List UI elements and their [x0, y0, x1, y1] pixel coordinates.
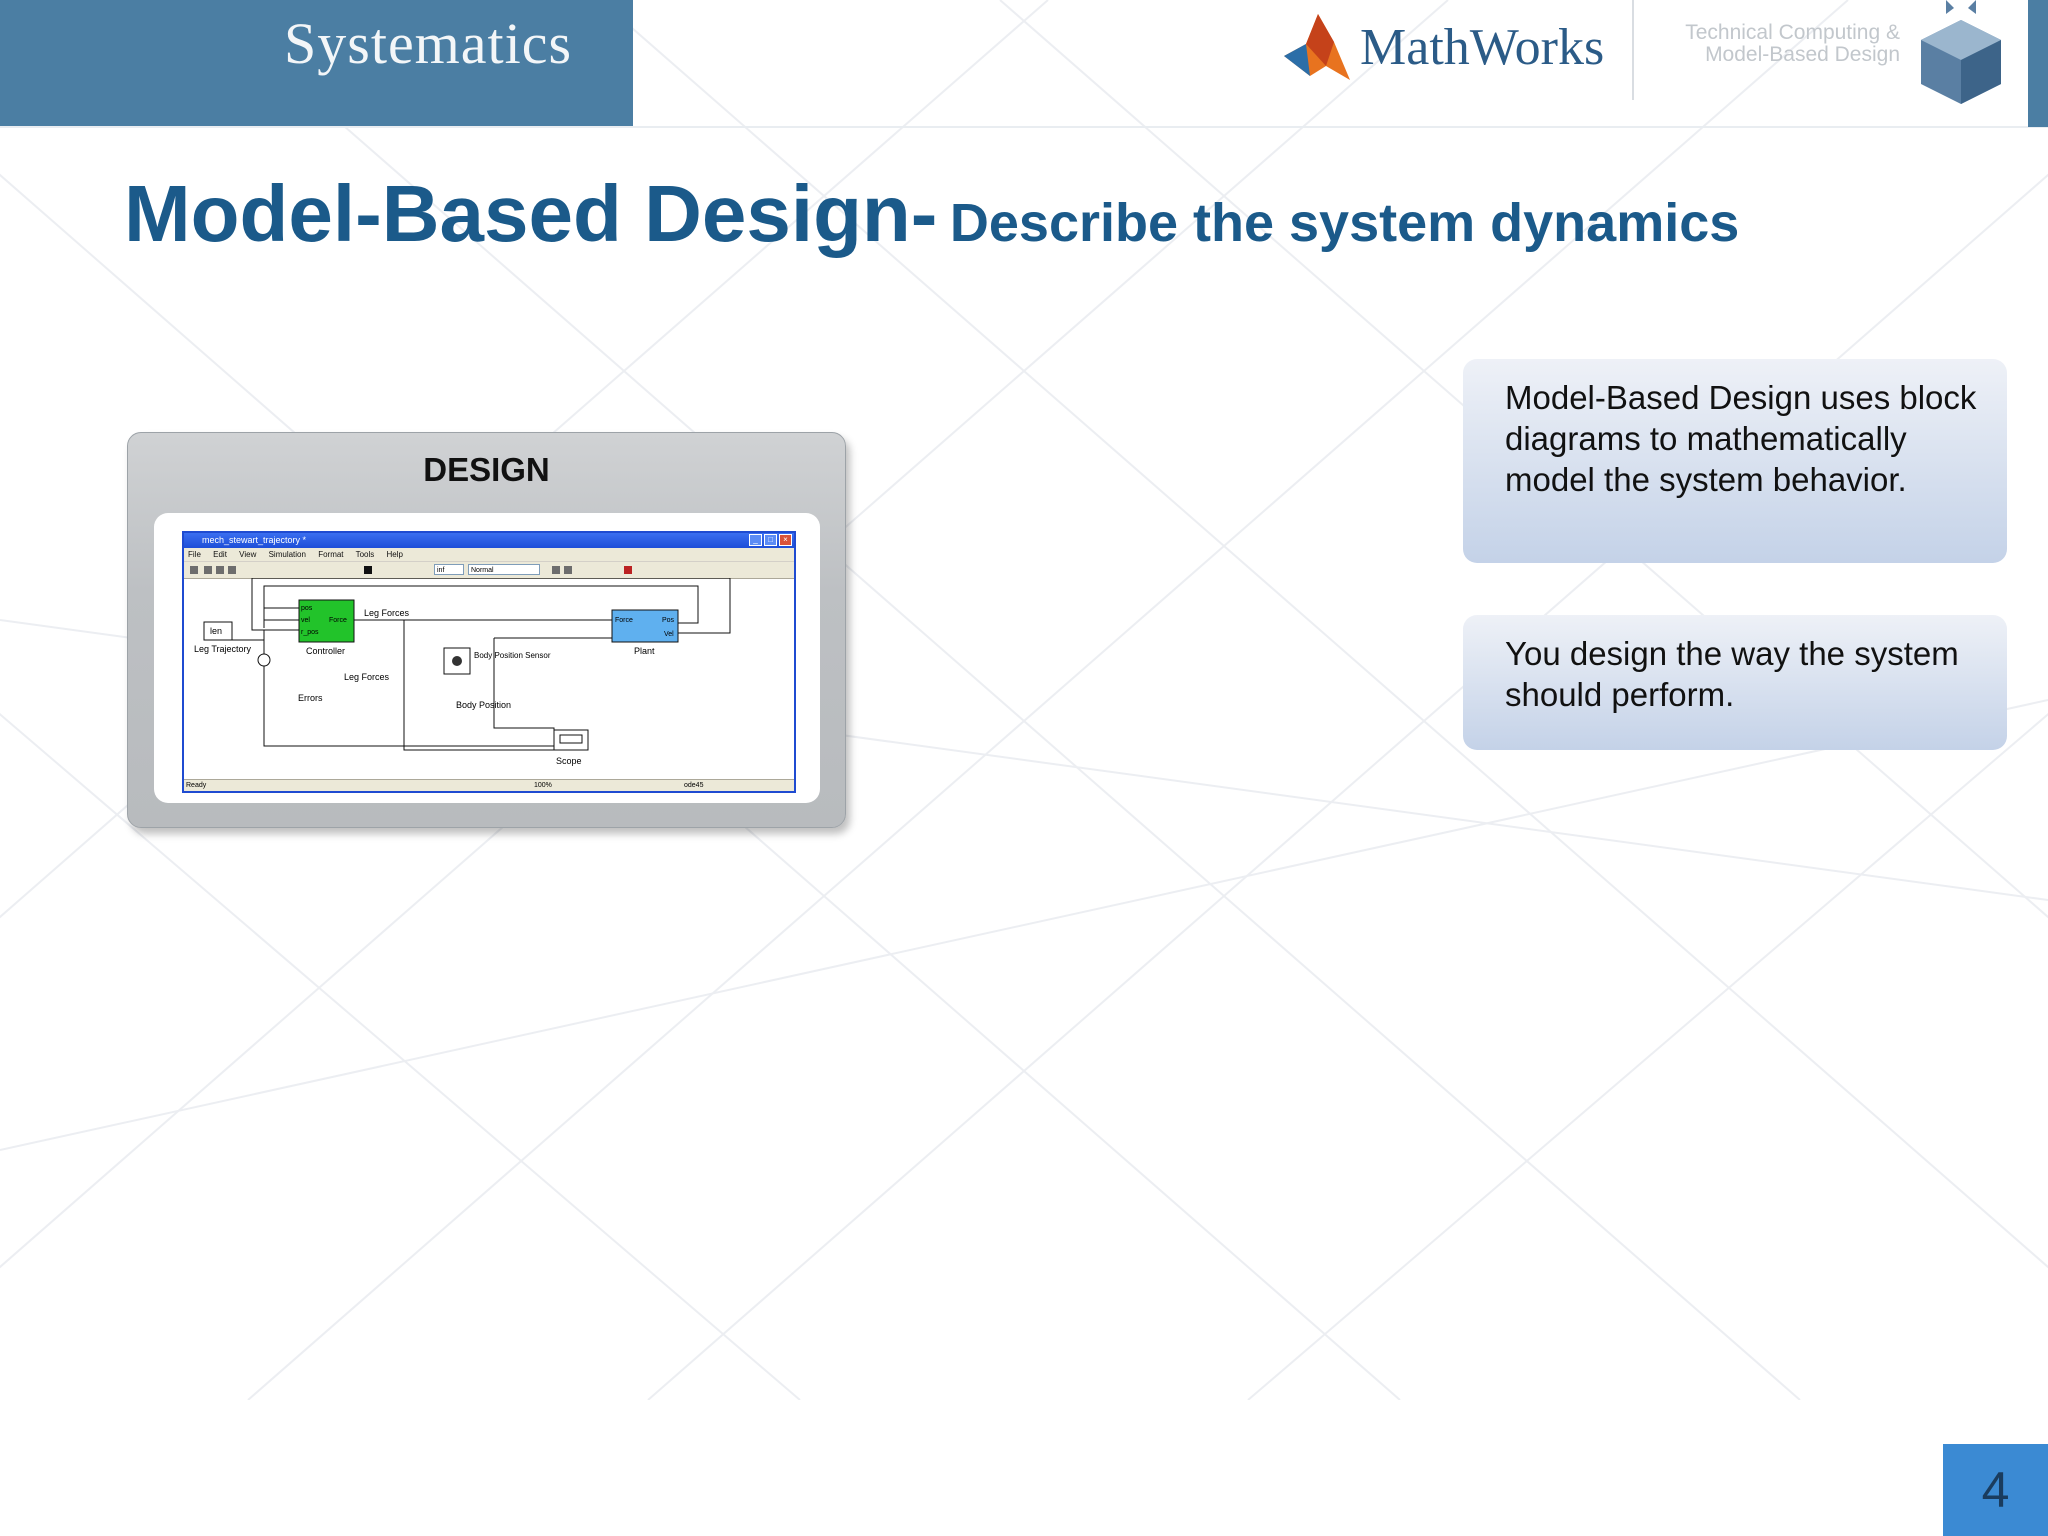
errors-label: Errors: [298, 693, 323, 703]
partner-tagline: Technical Computing & Model-Based Design: [1650, 22, 1900, 66]
tagline-line-1: Technical Computing &: [1685, 21, 1900, 44]
cube-logo-icon: [1921, 0, 2001, 104]
controller-port-vel: vel: [301, 617, 310, 624]
controller-label: Controller: [306, 646, 345, 656]
new-icon: [190, 566, 198, 574]
menu-format: Format: [318, 550, 344, 559]
header-band: Systematics: [0, 0, 633, 127]
leg-forces-mid-label: Leg Forces: [344, 672, 390, 682]
page-number: 4: [1943, 1444, 2048, 1536]
menu-file: File: [188, 550, 201, 559]
print-icon: [228, 566, 236, 574]
controller-port-force: Force: [329, 617, 347, 624]
systematics-logo: Systematics: [284, 11, 573, 76]
header-edge-bar: [2028, 0, 2048, 127]
controller-port-rpos: r_pos: [301, 629, 319, 636]
body-position-label: Body Position: [456, 700, 511, 710]
slide-title-main: Model-Based Design-: [124, 169, 938, 258]
background-pattern: [0, 0, 2048, 1400]
mathworks-wordmark: MathWorks: [1360, 19, 1605, 76]
leg-trajectory-label: Leg Trajectory: [194, 644, 252, 654]
block-diagram: len Leg Trajectory pos vel Force r_pos C…: [194, 578, 731, 766]
debug-icon: [624, 566, 632, 574]
info-box-design-performance: You design the way the system should per…: [1463, 615, 2007, 750]
save-icon: [216, 566, 224, 574]
open-icon: [204, 566, 212, 574]
status-zoom: 100%: [534, 782, 552, 789]
controller-port-pos: pos: [301, 605, 313, 612]
menu-tools: Tools: [355, 550, 375, 559]
simulink-window-title: mech_stewart_trajectory *: [202, 535, 307, 545]
menu-edit: Edit: [213, 550, 227, 559]
minimize-icon: _: [749, 534, 762, 546]
plant-port-pos: Pos: [662, 617, 675, 624]
plant-port-vel: Vel: [664, 631, 674, 638]
info-box-block-diagrams: Model-Based Design uses block diagrams t…: [1463, 359, 2007, 563]
simulink-menubar: File Edit View Simulation Format Tools H…: [184, 548, 794, 561]
maximize-icon: □: [764, 534, 777, 546]
library-icon: [552, 566, 560, 574]
close-icon: ×: [779, 534, 792, 546]
explorer-icon: [564, 566, 572, 574]
stop-time-field: inf: [434, 564, 464, 575]
status-ready: Ready: [186, 782, 207, 789]
block-len-label: len: [210, 626, 222, 636]
plant-port-force: Force: [615, 617, 633, 624]
tagline-line-2: Model-Based Design: [1705, 43, 1900, 66]
slide-title-sub: Describe the system dynamics: [949, 193, 1740, 253]
simulink-toolbar: inf Normal: [184, 561, 794, 579]
plant-label: Plant: [634, 646, 655, 656]
sim-mode-select: Normal: [468, 564, 540, 575]
leg-forces-top-label: Leg Forces: [364, 608, 410, 618]
header-separator: [1632, 0, 1634, 100]
header-divider: [0, 126, 2048, 128]
design-card: DESIGN mech_stewart_trajectory * _ □ × F…: [127, 432, 846, 828]
simulink-window: mech_stewart_trajectory * _ □ × File Edi…: [182, 531, 796, 793]
simulink-statusbar: Ready 100% ode45: [184, 779, 794, 791]
slide-title: Model-Based Design- Describe the system …: [124, 168, 1739, 260]
menu-view: View: [239, 550, 257, 559]
mathworks-membrane-icon: [1284, 14, 1350, 80]
scope-label: Scope: [556, 756, 582, 766]
status-solver: ode45: [684, 782, 704, 789]
menu-simulation: Simulation: [268, 550, 306, 559]
menu-help: Help: [386, 550, 403, 559]
body-position-sensor-label: Body Position Sensor: [474, 651, 551, 660]
screenshot-frame: mech_stewart_trajectory * _ □ × File Edi…: [154, 513, 820, 803]
play-icon: [364, 566, 372, 574]
design-label: DESIGN: [423, 451, 550, 488]
simulink-titlebar: mech_stewart_trajectory * _ □ ×: [184, 533, 794, 548]
